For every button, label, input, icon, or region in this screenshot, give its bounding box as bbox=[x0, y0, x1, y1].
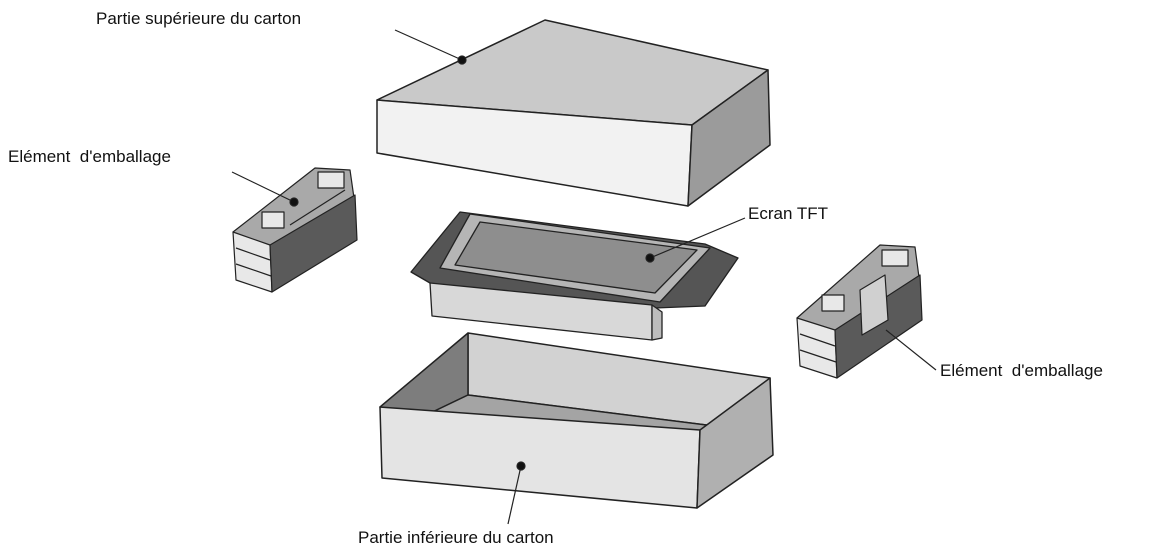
right-packing-side bbox=[834, 274, 923, 379]
left-packing-element bbox=[232, 167, 358, 293]
dot-screen bbox=[645, 253, 655, 263]
left-packing-rib-1 bbox=[235, 247, 271, 261]
right-packing-element bbox=[796, 244, 923, 379]
top-carton-box bbox=[376, 19, 771, 207]
dot-packing-left bbox=[289, 197, 299, 207]
right-packing-rib-1 bbox=[799, 333, 836, 347]
leader-packing-left bbox=[231, 171, 295, 203]
top-box-side-face bbox=[687, 69, 771, 207]
screen-display bbox=[454, 221, 698, 294]
bottom-carton-box bbox=[379, 332, 774, 509]
leader-packing-right bbox=[885, 329, 937, 371]
label-packing-element-left: Elément d'emballage bbox=[8, 147, 171, 166]
left-packing-rib-3 bbox=[289, 189, 346, 226]
right-packing-slot-2 bbox=[821, 294, 845, 312]
right-packing-inner-wall bbox=[859, 274, 889, 336]
left-packing-slot-2 bbox=[261, 211, 285, 229]
leader-lines bbox=[231, 29, 937, 525]
tray-side-curl bbox=[651, 304, 663, 341]
left-packing-slot-1 bbox=[317, 171, 345, 189]
bottom-box-side-face bbox=[696, 377, 774, 509]
dot-bottom-box bbox=[516, 461, 526, 471]
leader-top-box bbox=[394, 29, 463, 61]
left-packing-rib-2 bbox=[235, 263, 272, 277]
label-top-carton: Partie supérieure du carton bbox=[96, 9, 302, 28]
right-packing-slot-1 bbox=[881, 249, 909, 267]
tft-screen-assembly bbox=[410, 211, 739, 341]
leader-bottom-box bbox=[507, 465, 522, 525]
label-bottom-carton: Partie inférieure du carton bbox=[358, 528, 554, 547]
dot-top-box bbox=[457, 55, 467, 65]
label-tft-screen: Ecran TFT bbox=[748, 204, 828, 223]
leader-screen bbox=[649, 217, 746, 259]
left-packing-side bbox=[269, 194, 358, 293]
right-packing-rib-2 bbox=[799, 349, 837, 363]
label-packing-element-right: Elément d'emballage bbox=[940, 361, 1103, 380]
